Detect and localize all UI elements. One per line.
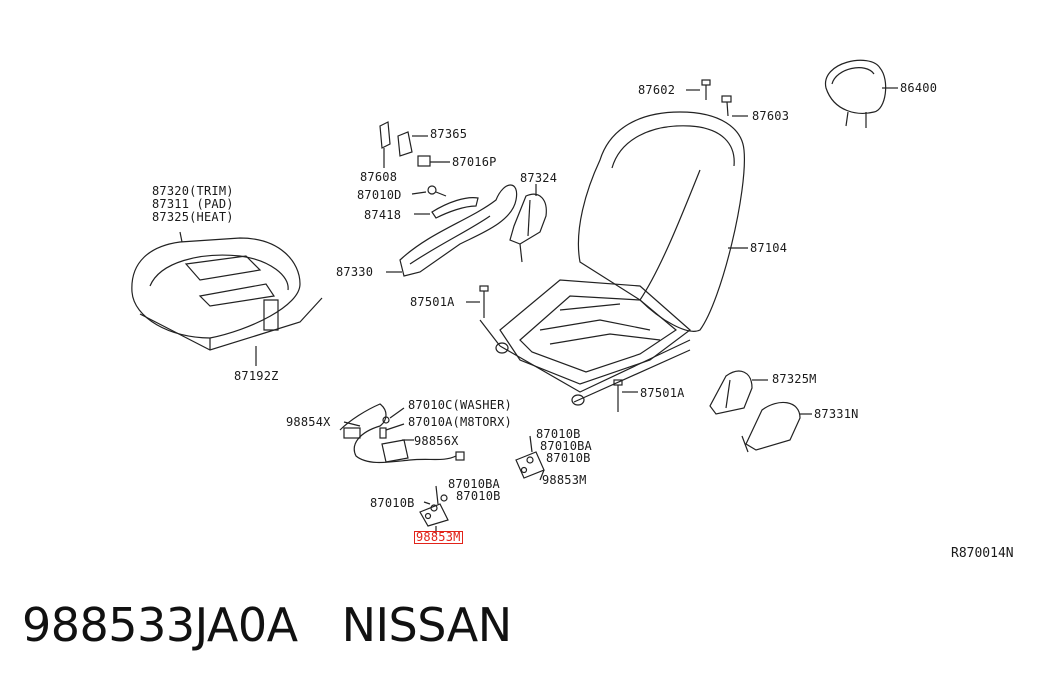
seat-cushion-part: [131, 231, 323, 366]
bolt-87602: [686, 79, 711, 100]
headrest-part: [825, 59, 898, 128]
label-87365: 87365: [430, 127, 468, 141]
sensor-98853m-right: [515, 435, 545, 481]
label-98856x: 98856X: [414, 434, 459, 448]
label-98853m-right: 98853M: [542, 473, 587, 487]
label-87010a: 87010A(M8TORX): [408, 415, 512, 429]
seat-back-part: [577, 111, 748, 332]
screw-87010d: [411, 185, 447, 197]
knob-87016p: [417, 155, 450, 167]
harness-98854x: [339, 403, 465, 464]
bolt-87501a-top: [466, 285, 489, 318]
bolt-87010a: [379, 423, 405, 439]
label-87016p: 87016P: [452, 155, 497, 169]
side-cover-87330: [386, 184, 518, 277]
label-98853m-highlighted[interactable]: 98853M: [414, 530, 463, 544]
label-87603: 87603: [752, 109, 790, 123]
label-87010c: 87010C(WASHER): [408, 398, 512, 412]
sensor-98853m-left: [419, 485, 449, 534]
module-98856x: [381, 439, 414, 463]
part-number: 988533JA0A: [22, 598, 298, 652]
label-87104: 87104: [750, 241, 788, 255]
label-87010b-right-2: 87010B: [546, 451, 591, 465]
label-87010b-left-1: 87010B: [370, 496, 415, 510]
cover-87324: [509, 184, 547, 263]
label-87608: 87608: [360, 170, 398, 184]
label-87010d: 87010D: [357, 188, 402, 202]
lever-87418: [414, 197, 479, 219]
label-87320: 87320(TRIM): [152, 184, 234, 198]
cover-87331n: [741, 401, 812, 453]
label-87501a-bottom: 87501A: [640, 386, 685, 400]
seat-frame-part: [479, 279, 691, 406]
label-87418: 87418: [364, 208, 402, 222]
diagram-reference-code: R870014N: [951, 546, 1014, 561]
label-87330: 87330: [336, 265, 374, 279]
label-87602: 87602: [638, 83, 676, 97]
label-87010b-right-1: 87010B: [536, 427, 581, 441]
bracket-87365: [397, 131, 428, 157]
brand-name: NISSAN: [341, 598, 513, 652]
label-87010b-left-2: 87010B: [456, 489, 501, 503]
label-87010ba-left: 87010BA: [448, 477, 500, 491]
bracket-87608: [379, 121, 391, 168]
label-87501a-top: 87501A: [410, 295, 455, 309]
label-87010ba-right: 87010BA: [540, 439, 592, 453]
label-86400: 86400: [900, 81, 938, 95]
washer-87010c: [382, 407, 405, 424]
bolt-87501a-bottom: [613, 379, 638, 412]
bolt-87603: [721, 95, 748, 117]
label-87325m: 87325M: [772, 372, 817, 386]
cover-87325m: [709, 370, 768, 415]
label-87311: 87311 (PAD): [152, 197, 234, 211]
label-87192z: 87192Z: [234, 369, 279, 383]
label-87325: 87325(HEAT): [152, 210, 234, 224]
label-87324: 87324: [520, 171, 558, 185]
label-87331n: 87331N: [814, 407, 859, 421]
part-caption: 988533JA0A NISSAN: [22, 598, 512, 652]
label-98854x: 98854X: [286, 415, 331, 429]
